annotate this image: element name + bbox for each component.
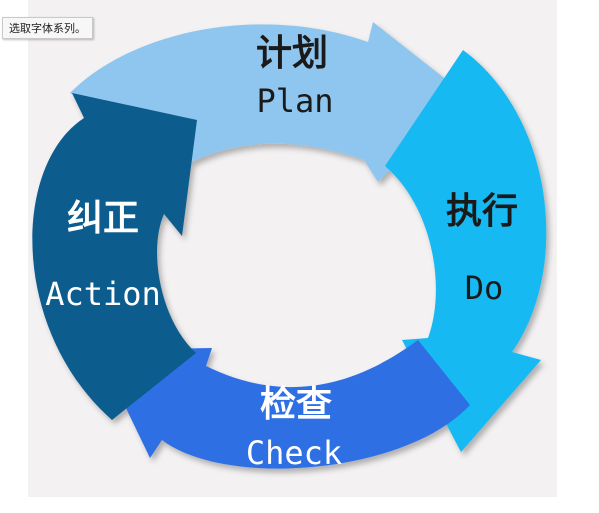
check-label-cn: 检查 [260,383,332,425]
plan-label-cn: 计划 [256,32,328,74]
do-label-en: Do [465,269,504,307]
action-label-en: Action [45,275,161,313]
font-family-tooltip: 选取字体系列。 [2,17,93,39]
check-label-en: Check [246,434,342,472]
check-arrow [98,340,470,469]
do-label-cn: 执行 [446,190,518,232]
action-label-cn: 纠正 [67,197,139,239]
action-arrow [32,93,197,420]
plan-label-en: Plan [256,82,333,120]
